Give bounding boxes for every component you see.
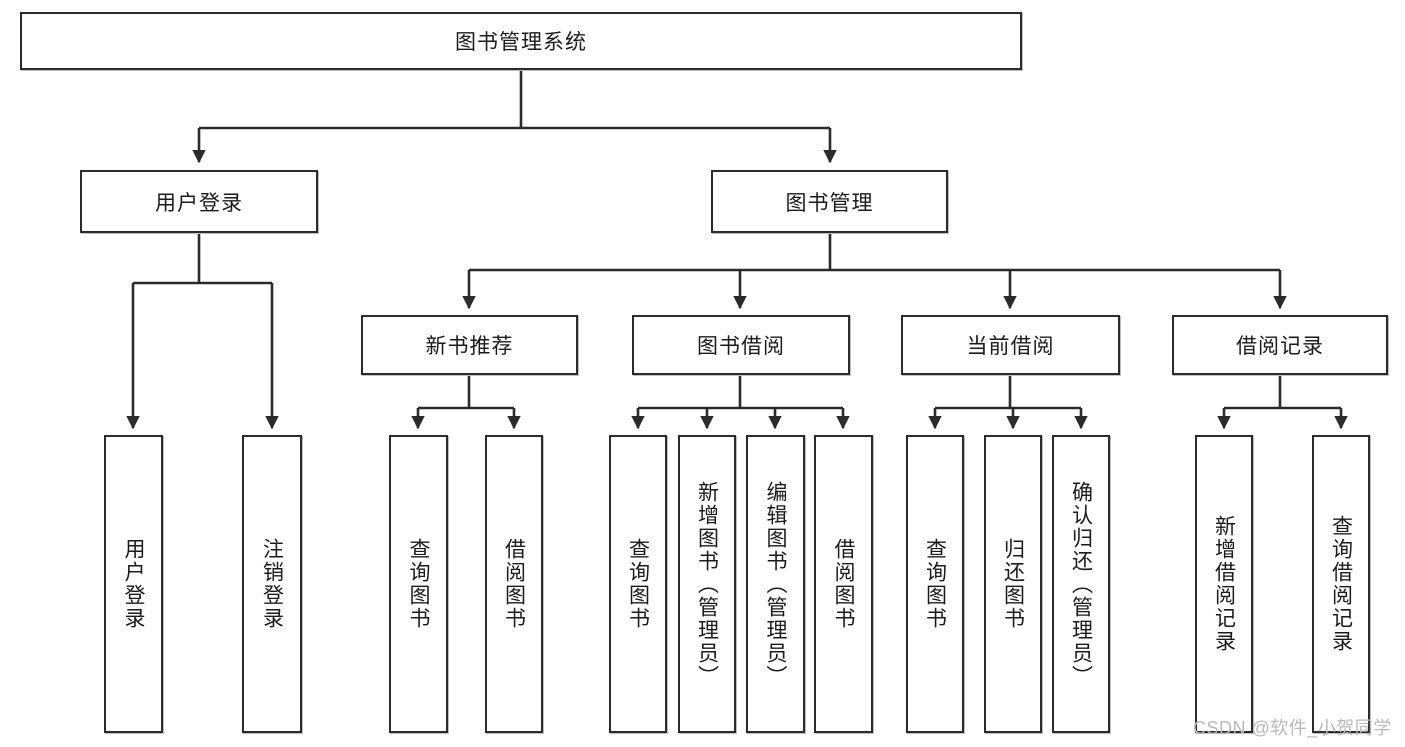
node-label: 查询图书 [407, 538, 430, 630]
node-current-borrow[interactable]: 当前借阅 [901, 315, 1120, 375]
node-leaf-query-book-1[interactable]: 查询图书 [389, 435, 448, 733]
node-book-management[interactable]: 图书管理 [711, 170, 948, 233]
node-leaf-confirm-return[interactable]: 确认归还（管理员） [1052, 435, 1110, 733]
node-label: 确认归还（管理员） [1069, 480, 1093, 688]
node-label: 图书管理 [785, 191, 874, 215]
node-label: 新增借阅记录 [1212, 515, 1236, 653]
node-label: 查询借阅记录 [1329, 515, 1353, 653]
node-leaf-return-book[interactable]: 归还图书 [984, 435, 1042, 733]
node-label: 新书推荐 [425, 335, 514, 358]
node-label: 借阅图书 [502, 538, 526, 630]
node-label: 用户登录 [122, 538, 145, 630]
node-leaf-query-borrow-record[interactable]: 查询借阅记录 [1312, 435, 1370, 733]
node-leaf-user-login[interactable]: 用户登录 [104, 435, 163, 733]
node-leaf-add-book[interactable]: 新增图书（管理员） [678, 435, 736, 733]
node-label: 查询图书 [626, 538, 650, 630]
node-leaf-query-book-2[interactable]: 查询图书 [609, 435, 667, 733]
node-leaf-borrow-book-1[interactable]: 借阅图书 [485, 435, 543, 733]
watermark-text: CSDN @软件_小贺同学 [1193, 718, 1392, 738]
node-label: 编辑图书（管理员） [764, 480, 787, 688]
node-label: 借阅记录 [1236, 335, 1324, 358]
node-label: 图书管理系统 [455, 31, 587, 54]
node-root-book-management-system[interactable]: 图书管理系统 [20, 12, 1022, 70]
node-book-borrow[interactable]: 图书借阅 [632, 315, 850, 375]
node-label: 查询图书 [923, 538, 947, 630]
node-label: 归还图书 [1001, 538, 1025, 630]
node-user-login[interactable]: 用户登录 [80, 170, 318, 233]
node-leaf-query-book-3[interactable]: 查询图书 [906, 435, 964, 733]
node-label: 图书借阅 [697, 335, 785, 358]
node-label: 借阅图书 [832, 538, 855, 630]
node-leaf-borrow-book-2[interactable]: 借阅图书 [814, 435, 873, 733]
node-leaf-logout[interactable]: 注销登录 [242, 435, 302, 733]
node-label: 注销登录 [260, 538, 284, 630]
node-label: 当前借阅 [966, 335, 1055, 358]
node-leaf-edit-book[interactable]: 编辑图书（管理员） [746, 435, 805, 733]
node-label: 新增图书（管理员） [695, 480, 719, 688]
node-new-book-recommend[interactable]: 新书推荐 [361, 315, 578, 375]
node-label: 用户登录 [155, 191, 243, 215]
node-borrow-record[interactable]: 借阅记录 [1172, 315, 1388, 375]
node-leaf-add-borrow-record[interactable]: 新增借阅记录 [1195, 435, 1253, 733]
